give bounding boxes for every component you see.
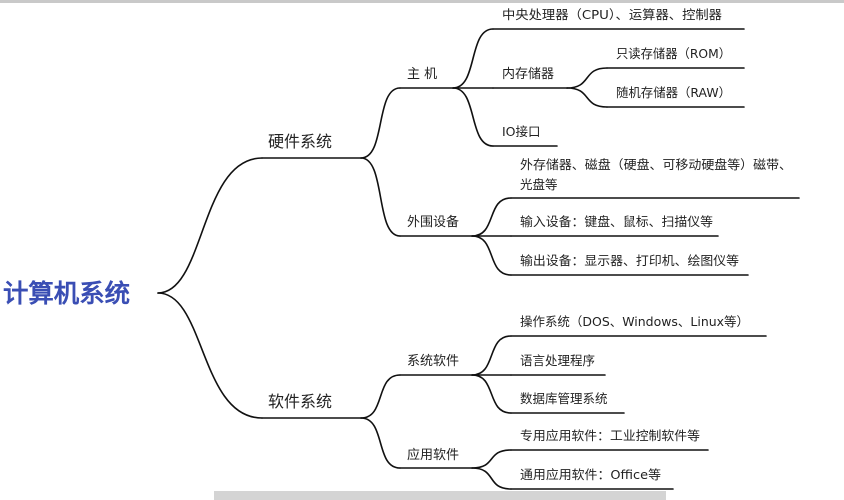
top-edge-strip	[0, 0, 844, 3]
hardware-node-label: 硬件系统	[268, 132, 332, 151]
input-device-leaf-label: 输入设备：键盘、鼠标、扫描仪等	[520, 214, 713, 229]
software-node-label: 软件系统	[268, 392, 332, 411]
branch-hardware-peripheral	[360, 157, 401, 237]
storage-leaf-label-line1: 外存储器、磁盘（硬盘、可移动硬盘等）磁带、	[520, 157, 792, 172]
cpu-leaf-label: 中央处理器（CPU）、运算器、控制器	[502, 7, 723, 22]
general-app-leaf-label: 通用应用软件：Office等	[520, 467, 661, 482]
rom-leaf-label: 只读存储器（ROM）	[616, 46, 731, 61]
branch-host-io	[452, 87, 494, 147]
branch-application-special	[471, 449, 512, 469]
memory-node-label: 内存储器	[502, 66, 554, 82]
branch-lines	[157, 28, 608, 490]
branch-root-software	[157, 292, 263, 419]
os-leaf-label: 操作系统（DOS、Windows、Linux等）	[520, 314, 749, 329]
io-leaf-label: IO接口	[502, 124, 541, 139]
peripheral-node-label: 外围设备	[407, 214, 459, 230]
branch-system-os	[471, 335, 512, 376]
host-node-label: 主 机	[407, 67, 437, 82]
special-app-leaf-label: 专用应用软件：工业控制软件等	[520, 428, 700, 443]
branch-software-application	[360, 417, 401, 469]
node-underlines	[261, 28, 800, 490]
branch-software-system	[360, 374, 401, 419]
branch-hardware-host	[360, 87, 401, 159]
output-device-leaf-label: 输出设备：显示器、打印机、绘图仪等	[520, 253, 739, 268]
storage-leaf-label-line2: 光盘等	[520, 177, 558, 192]
branch-memory-rom	[566, 67, 608, 89]
branch-system-dbms	[471, 374, 512, 414]
branch-memory-ram	[566, 87, 608, 108]
dbms-leaf-label: 数据库管理系统	[520, 391, 608, 406]
ram-leaf-label: 随机存储器（RAW）	[616, 85, 731, 100]
branch-host-cpu	[452, 28, 494, 89]
branch-root-hardware	[157, 157, 263, 294]
branch-application-general	[471, 467, 512, 490]
system-software-node-label: 系统软件	[407, 354, 459, 369]
horizontal-scrollbar[interactable]	[214, 491, 666, 500]
branch-peripheral-output	[471, 235, 512, 276]
branch-peripheral-storage	[471, 197, 512, 237]
language-leaf-label: 语言处理程序	[520, 353, 595, 368]
application-software-node-label: 应用软件	[407, 447, 459, 463]
root-node-label: 计算机系统	[3, 279, 130, 308]
